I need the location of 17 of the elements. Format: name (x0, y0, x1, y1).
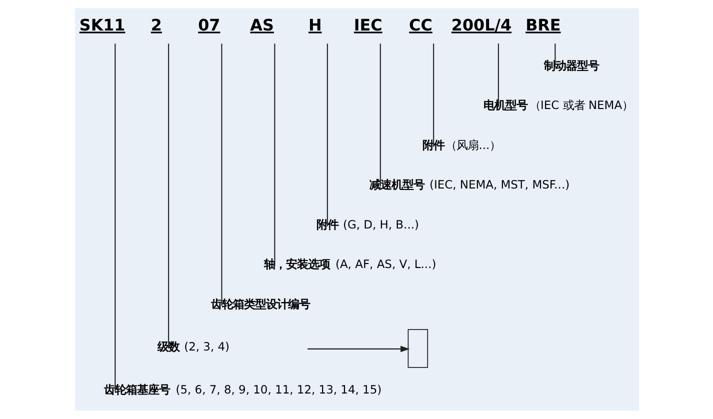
node-text: IEC (353, 16, 382, 35)
node-text: BRE (525, 16, 560, 35)
node-text: 2 (150, 16, 162, 35)
node-text: 级数 (2, 3, 4) (157, 340, 230, 354)
node-text: 附件 (G, D, H, B...) (316, 217, 418, 232)
node-text: H (308, 16, 322, 35)
node-text: 齿轮箱类型设计编号 (210, 296, 310, 311)
node-text: CC (408, 16, 432, 35)
node-text: 200L/4 (450, 16, 512, 35)
node-text: AS (250, 16, 274, 35)
node-text: 电机型号（IEC 或者 NEMA） (483, 98, 633, 112)
node-text: 附件（风扇...） (422, 138, 500, 152)
node-text: 制动器型号 (544, 58, 599, 73)
node-text: SK11 (78, 16, 125, 35)
node-text: 07 (198, 16, 220, 35)
node-text: 减速机型号 (IEC, NEMA, MST, MSF...) (368, 178, 570, 192)
node-text: 齿轮箱基座号 (5, 6, 7, 8, 9, 10, 11, 12, 13, 14, 15) (104, 382, 382, 396)
